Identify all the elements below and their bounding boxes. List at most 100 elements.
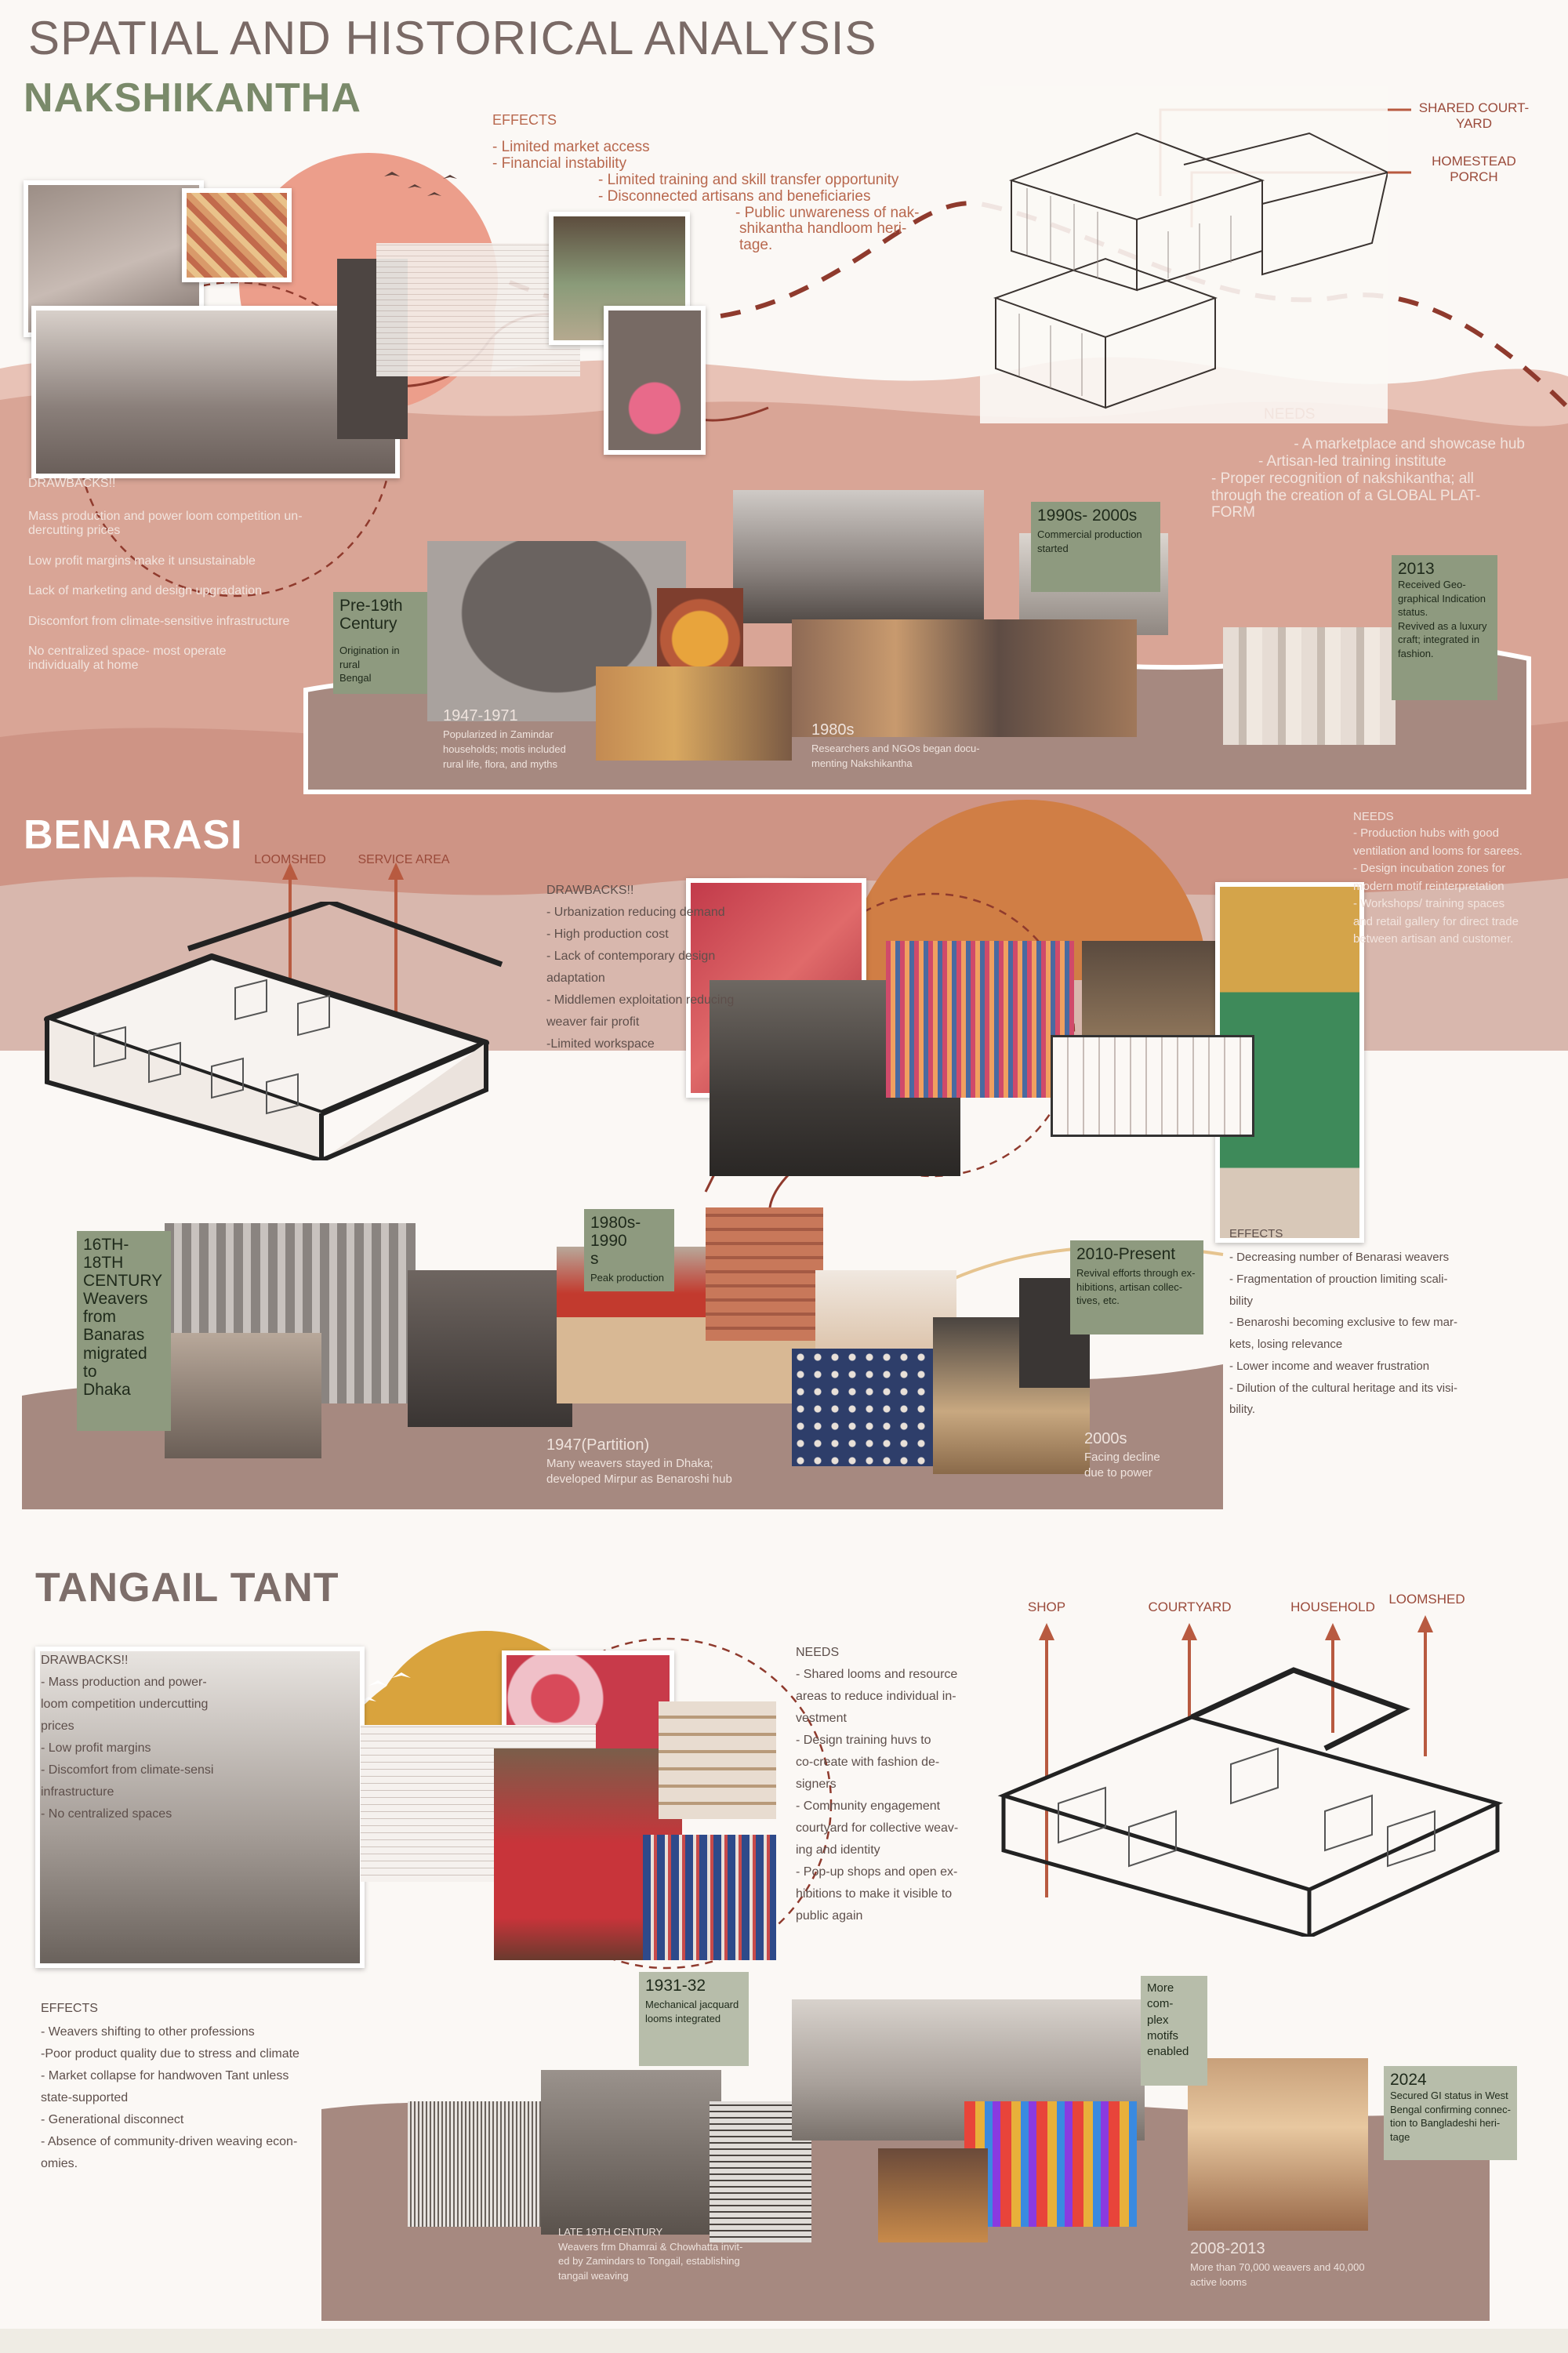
benarasi-orange-sun [847,800,1207,980]
naksh-effects-heading: EFFECTS [492,112,557,128]
benarasi-drawbacks-heading: DRAWBACKS!! [546,884,634,897]
benarasi-drawback-5: -Limited workspace [546,1037,655,1051]
benarasi-tl-2010: 2010-Present Revival efforts through ex-… [1070,1240,1203,1334]
tangail-effect-3: - Market collapse for handwoven Tant unl… [41,2069,289,2104]
tangail-tl-late19-year: LATE 19TH CENTURY [558,2226,663,2238]
naksh-drawback-2: Low profit margins make it unsustainable [28,554,256,568]
benarasi-tl-2010-text: Revival efforts through ex- hibitions, a… [1076,1267,1196,1307]
benarasi-effect-5: - Dilution of the cultural heritage and … [1229,1381,1457,1417]
naksh-effect-1: - Limited market access [492,139,650,155]
tangail-need-3: - Community engagement courtyard for col… [796,1799,959,1857]
benarasi-drawback-4: - Middlemen exploitation reducing weaver… [546,993,735,1029]
benarasi-tl-16th-year: 16TH-18TH CENTURY [83,1236,163,1291]
benarasi-photo-blue-saree [792,1349,941,1466]
naksh-drawbacks-heading: DRAWBACKS!! [28,477,116,490]
tangail-photo-fabric-stack [659,1701,776,1819]
benarasi-need-2: - Design incubation zones for modern mot… [1353,862,1506,893]
benarasi-tl-2000s: 2000s Facing decline due to power [1084,1429,1194,1482]
label-service-area: SERVICE AREA [358,853,450,866]
naksh-tl-2013-year: 2013 [1398,560,1435,578]
tangail-photo-temple [541,2070,721,2235]
naksh-need-2: - Artisan-led training institute [1258,452,1446,470]
naksh-drawback-3: Lack of marketing and design upgradation [28,584,262,598]
naksh-drawback-5: No centralized space- most operate indiv… [28,644,227,673]
naksh-tl-1980s-text: Researchers and NGOs began docu- menting… [811,743,980,769]
benarasi-title: BENARASI [24,812,243,858]
naksh-tl-1980s-year: 1980s [811,721,855,739]
benarasi-effect-1: - Decreasing number of Benarasi weavers [1229,1251,1450,1264]
tangail-effect-4: - Generational disconnect [41,2113,184,2126]
benarasi-sketch-loomshed [31,902,510,1160]
benarasi-photo-buildings [706,1207,823,1341]
tangail-photo-blue-saree [643,1835,776,1960]
naksh-photo-women-sitting [596,666,792,761]
naksh-tl-2013-text: Received Geo- graphical Indication statu… [1398,579,1487,659]
naksh-photo-quilt [182,188,292,282]
naksh-effects: - Limited market access - Financial inst… [492,139,947,254]
benarasi-tl-16th: 16TH-18TH CENTURY Weavers from Banaras m… [77,1231,171,1431]
benarasi-tl-1947: 1947(Partition) Many weavers stayed in D… [546,1435,774,1488]
benarasi-photo-old-weavers [165,1333,321,1458]
tangail-tl-1931: 1931-32 Mechanical jacquard looms integr… [639,1972,749,2066]
benarasi-drawback-3: - Lack of contemporary design adaptation [546,950,716,985]
naksh-need-1: - A marketplace and showcase hub [1294,436,1525,452]
benarasi-tl-1980s-text: Peak production [590,1272,664,1284]
benarasi-effect-3: - Benaroshi becoming exclusive to few ma… [1229,1316,1457,1351]
naksh-effect-3: - Limited training and skill transfer op… [598,171,899,188]
label-shared-courtyard: SHARED COURT- YARD [1418,100,1530,131]
tangail-effect-1: - Weavers shifting to other professions [41,2025,255,2039]
naksh-birds [384,172,457,196]
naksh-need-4: through the creation of a GLOBAL PLAT- [1211,487,1481,504]
label-household: HOUSEHOLD [1290,1600,1375,1614]
naksh-need-5: FORM [1211,504,1255,521]
naksh-drawback-1: Mass production and power loom competiti… [28,510,303,538]
tangail-need-2: - Design training huvs to co-create with… [796,1734,940,1791]
naksh-tl-1947: 1947-1971 Popularized in Zamindar househ… [443,706,631,772]
tangail-dashed-circle [500,1637,833,1970]
tangail-tl-1931-year: 1931-32 [645,1977,706,1995]
benarasi-need-1: - Production hubs with good ventilation … [1353,826,1523,858]
naksh-photo-palace [733,490,984,623]
naksh-tl-1947-year: 1947-1971 [443,707,518,724]
benarasi-sketch-looms [1051,1035,1254,1137]
benarasi-photo-loom-color [886,941,1074,1098]
naksh-drawback-4: Discomfort from climate-sensitive infras… [28,614,290,628]
naksh-need-3: - Proper recognition of nakshikantha; al… [1211,470,1474,487]
benarasi-effects: - Decreasing number of Benarasi weavers … [1229,1247,1488,1421]
naksh-effect-6: shikantha handloom heri- [739,220,907,238]
naksh-effect-2: - Financial instability [492,154,627,172]
tangail-drawback-3: - Discomfort from climate-sensi infrastr… [41,1763,214,1799]
naksh-photo-researchers [792,619,1137,737]
tangail-drawback-2: - Low profit margins [41,1741,151,1755]
naksh-photo-fashion [1223,627,1396,745]
naksh-tl-pre19-year: Pre-19th Century [339,597,403,634]
tangail-needs: - Shared looms and resource areas to red… [796,1664,968,1927]
benarasi-photo-street-loom [408,1270,572,1427]
tangail-needs-heading: NEEDS [796,1646,840,1659]
tangail-need-4: - Pop-up shops and open ex- hibitions to… [796,1865,958,1923]
naksh-drawbacks: Mass production and power loom competiti… [28,510,358,674]
tangail-tl-late19: LATE 19TH CENTURY Weavers frm Dhamrai & … [558,2225,793,2283]
naksh-title: NAKSHIKANTHA [24,75,361,121]
naksh-tl-1980s: 1980s Researchers and NGOs began docu- m… [811,720,1031,771]
naksh-sketch-homestead [980,86,1388,423]
tangail-tl-2024-year: 2024 [1390,2071,1427,2089]
tangail-sketch-cluster [996,1647,1505,1937]
tangail-drawback-4: - No centralized spaces [41,1807,172,1821]
tangail-tl-1931-text: Mechanical jacquard looms integrated [645,1999,739,2024]
tangail-photo-weaver-loom [878,2148,988,2242]
benarasi-tl-2000s-text: Facing decline due to power [1084,1451,1160,1480]
benarasi-drawback-2: - High production cost [546,928,669,941]
naksh-tl-pre19-text: Origination in rural Bengal [339,645,400,684]
naksh-effect-7: tage. [739,237,773,254]
benarasi-effect-4: - Lower income and weaver frustration [1229,1359,1430,1373]
tangail-drawbacks-heading: DRAWBACKS!! [41,1654,129,1667]
tangail-drawbacks: - Mass production and power- loom compet… [41,1672,237,1825]
tangail-effects: - Weavers shifting to other professions … [41,2021,315,2175]
tangail-photo-loom-bw [408,2101,557,2227]
tangail-need-1: - Shared looms and resource areas to red… [796,1668,958,1725]
tangail-title: TANGAIL TANT [35,1565,339,1610]
benarasi-need-3: - Workshops/ training spaces and retail … [1353,897,1519,946]
label-shop: SHOP [1027,1600,1066,1614]
tangail-photo-weaver-bw [35,1647,365,1968]
